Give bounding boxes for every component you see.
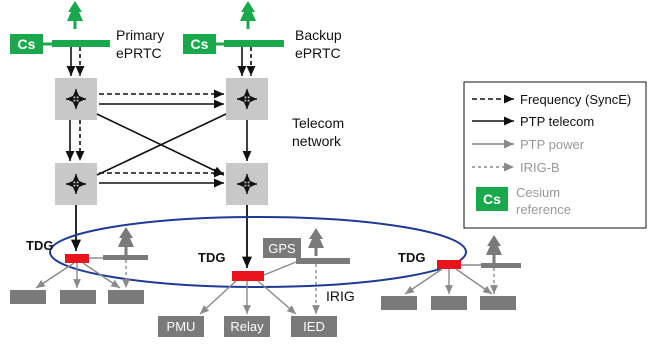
links xyxy=(65,47,256,268)
primary-eprtc-bar xyxy=(52,40,110,47)
tdg-left: TDG xyxy=(10,227,148,304)
legend-cesium-box xyxy=(476,187,508,211)
device-box xyxy=(381,296,417,310)
ptp-power-link xyxy=(404,268,443,295)
ptp-power-link xyxy=(455,268,493,295)
backup-eprtc-bar xyxy=(224,40,284,47)
gps-receiver xyxy=(481,263,521,268)
tdg-center: TDG GPS IRIG PMU Relay IED xyxy=(158,228,355,337)
relay-label: Relay xyxy=(230,319,264,334)
legend: Frequency (SyncE) PTP telecom PTP power … xyxy=(463,81,647,229)
tdg-label: TDG xyxy=(398,250,425,265)
antenna-icon xyxy=(118,227,134,255)
gps-receiver xyxy=(103,255,148,260)
legend-cesium-line2: reference xyxy=(516,202,571,217)
power-ring xyxy=(49,216,467,288)
gps-box xyxy=(263,238,301,258)
legend-irig-b: IRIG-B xyxy=(520,160,560,175)
ptp-power-link xyxy=(35,262,75,289)
antenna-icon xyxy=(67,1,83,29)
primary-cesium-label: Cs xyxy=(18,36,36,52)
legend-cesium-line1: Cesium xyxy=(516,185,560,200)
primary-cesium-box xyxy=(10,34,43,54)
ied-label: IED xyxy=(303,319,325,334)
gps-receiver xyxy=(296,258,350,264)
device-box xyxy=(480,296,516,310)
tdg-label: TDG xyxy=(198,250,225,265)
tdg-right: TDG xyxy=(381,235,521,310)
tdg-box xyxy=(232,271,264,281)
legend-ptp-power: PTP power xyxy=(520,137,585,152)
legend-frequency: Frequency (SyncE) xyxy=(520,92,631,107)
backup-label-line1: Backup xyxy=(295,27,342,43)
device-box xyxy=(108,290,144,304)
device-box xyxy=(431,296,467,310)
ptp-power-link xyxy=(82,262,121,289)
backup-label-line2: ePRTC xyxy=(295,45,341,61)
ptp-power-link xyxy=(257,280,297,315)
relay-box xyxy=(224,316,270,337)
primary-label-line1: Primary xyxy=(116,27,164,43)
device-box xyxy=(60,290,96,304)
ptp-power-link xyxy=(199,280,237,315)
ptp-link xyxy=(96,113,227,176)
telecom-label-line2: network xyxy=(292,133,342,149)
tdg-box xyxy=(65,254,89,263)
legend-cesium-symbol: Cs xyxy=(483,191,501,207)
telecom-network: Telecom network xyxy=(55,78,344,205)
tdg-label: TDG xyxy=(26,238,53,253)
irig-label: IRIG xyxy=(326,288,355,304)
gps-label: GPS xyxy=(268,241,296,256)
antenna-icon xyxy=(486,235,502,263)
legend-ptp-telecom: PTP telecom xyxy=(520,114,594,129)
tdg-box xyxy=(437,260,461,269)
ied-box xyxy=(291,316,337,337)
primary-label-line2: ePRTC xyxy=(116,45,162,61)
telecom-label-line1: Telecom xyxy=(292,115,344,131)
device-box xyxy=(10,290,46,304)
gps-link xyxy=(263,261,297,276)
backup-cesium-label: Cs xyxy=(191,36,209,52)
pmu-box xyxy=(158,316,204,337)
backup-cesium-box xyxy=(183,34,216,54)
pmu-label: PMU xyxy=(167,319,196,334)
antenna-icon xyxy=(308,228,324,256)
backup-eprtc: Cs Backup ePRTC xyxy=(183,1,342,61)
primary-eprtc: Cs Primary ePRTC xyxy=(10,1,164,61)
antenna-icon xyxy=(240,1,256,29)
